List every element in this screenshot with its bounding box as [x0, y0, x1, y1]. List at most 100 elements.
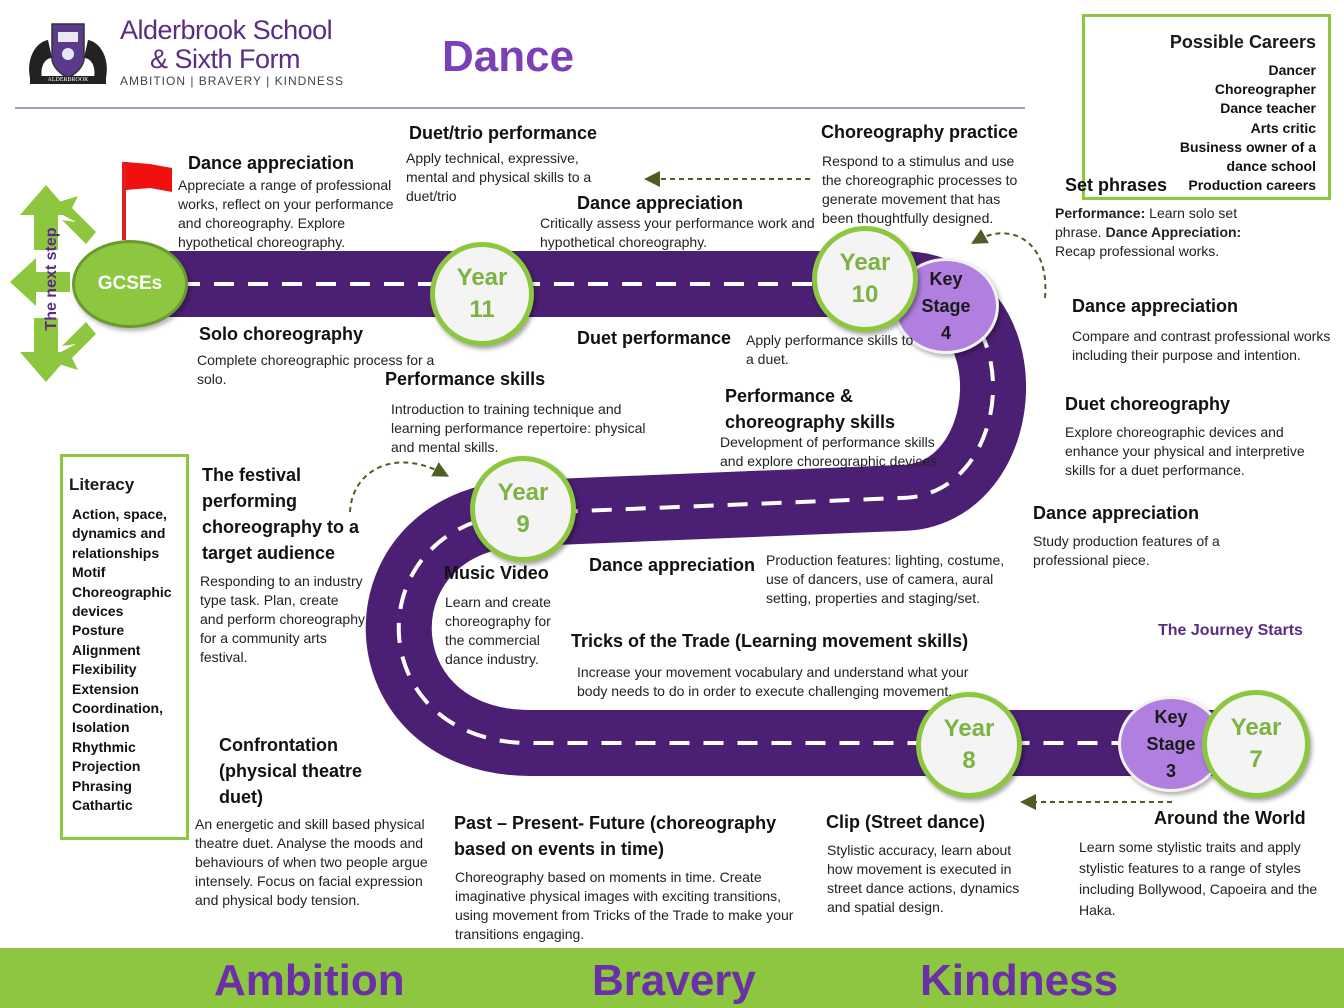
topic-title: Performance &	[725, 386, 854, 406]
literacy-item: Projection	[72, 758, 141, 775]
literacy-box: Literacy Action, space, dynamics and rel…	[60, 454, 189, 840]
ks-number: 3	[1165, 760, 1176, 781]
year-7-milestone: Year 7	[1202, 690, 1310, 798]
careers-item: Arts critic	[1250, 119, 1316, 136]
literacy-item: Posture	[72, 622, 125, 639]
topic-title: Dance appreciation	[188, 153, 355, 173]
topic-text: Respond to a stimulus and use the choreo…	[822, 153, 1018, 226]
topic-title: Dance appreciation	[1072, 296, 1239, 316]
year-label: Year	[456, 264, 508, 291]
careers-item: Dancer	[1268, 62, 1316, 78]
careers-item: Dance teacher	[1220, 100, 1316, 117]
topic-text: Choreography based on moments in time. C…	[455, 869, 794, 942]
literacy-item: Action, space,	[72, 506, 167, 522]
topic-title: Solo choreography	[199, 324, 364, 344]
topic-text: Study production features of a professio…	[1033, 533, 1220, 568]
literacy-item: Flexibility	[72, 661, 137, 678]
literacy-item: Choreographic	[72, 583, 172, 600]
topic-title: Set phrases	[1065, 175, 1168, 195]
topic-title: Dance appreciation	[577, 193, 744, 213]
school-motto: AMBITION | BRAVERY | KINDNESS	[120, 74, 344, 88]
year-label: Year	[943, 715, 995, 742]
school-crest-icon: ALDERBROOK	[22, 18, 114, 86]
ks-label: Stage	[921, 295, 971, 316]
flag-icon	[126, 162, 172, 192]
ks-label: Key	[1154, 706, 1188, 727]
year-number: 11	[469, 296, 495, 323]
careers-item: Choreographer	[1214, 81, 1316, 98]
topic-text: Compare and contrast professional works …	[1072, 328, 1331, 363]
school-name-line1: Alderbrook School	[120, 15, 333, 45]
ks-label: Stage	[1146, 733, 1196, 754]
topic-title: Tricks of the Trade (Learning movement s…	[571, 631, 969, 651]
topic-title: Choreography practice	[821, 122, 1019, 142]
careers-box: Possible Careers Dancer Choreographer Da…	[1082, 14, 1331, 200]
literacy-item: Isolation	[72, 719, 130, 736]
topic-title: choreography skills	[725, 412, 896, 432]
careers-item: Production careers	[1188, 177, 1316, 194]
topic-text: Production features: lighting, costume, …	[766, 552, 1005, 606]
footer-value-kindness: Kindness	[920, 956, 1119, 1005]
footer-value-bravery: Bravery	[592, 956, 756, 1005]
topic-title: Confrontation (physical theatre duet)	[219, 735, 363, 807]
topic-title: Around the World	[1154, 808, 1306, 828]
topic-text: Apply technical, expressive, mental and …	[406, 150, 592, 204]
set-phrase-label: Performance:	[1055, 205, 1146, 221]
set-phrase-label: Dance Appreciation:	[1105, 224, 1242, 240]
topic-text: Apply performance skills to a duet.	[746, 332, 914, 367]
gcse-label: GCSEs	[97, 273, 163, 294]
footer-value-ambition: Ambition	[214, 956, 405, 1005]
dashed-arrow	[349, 461, 450, 513]
topic-text: Stylistic accuracy, learn about how move…	[827, 842, 1020, 915]
year-label: Year	[497, 479, 549, 506]
topic-text: Appreciate a range of professional works…	[178, 177, 394, 250]
topic-title: Performance skills	[385, 369, 546, 389]
literacy-item: Phrasing	[72, 777, 132, 794]
topic-text: Complete choreographic process for a sol…	[197, 352, 435, 387]
next-step-arrows-icon	[10, 185, 96, 382]
topic-title: Duet/trio performance	[409, 123, 598, 143]
topic-title: Duet performance	[577, 328, 732, 348]
careers-item: dance school	[1226, 158, 1316, 175]
year-number: 8	[962, 747, 976, 774]
year-8-milestone: Year 8	[916, 692, 1022, 798]
year-11-milestone: Year 11	[430, 242, 534, 346]
topic-text: Development of performance skills and ex…	[720, 434, 938, 469]
careers-item: Business owner of a	[1179, 138, 1316, 155]
year-label: Year	[1230, 714, 1282, 741]
topic-title: Past – Present- Future (choreography bas…	[454, 813, 777, 859]
year-9-milestone: Year 9	[470, 456, 576, 562]
ks-number: 4	[940, 322, 951, 343]
year-label: Year	[839, 249, 891, 276]
dashed-arrow	[971, 229, 1047, 299]
literacy-item: Extension	[72, 680, 139, 697]
literacy-title: Literacy	[69, 475, 135, 494]
topic-title: Clip (Street dance)	[826, 812, 986, 832]
literacy-item: Cathartic	[72, 797, 133, 814]
journey-start-label: The Journey Starts	[1158, 622, 1303, 639]
literacy-item: Rhythmic	[72, 738, 136, 755]
topic-text: An energetic and skill based physical th…	[195, 816, 428, 908]
topic-text: Learn and create choreography for the co…	[445, 594, 551, 667]
year-number: 10	[851, 281, 879, 308]
topic-text: Introduction to training technique and l…	[391, 401, 646, 455]
topic-text: Performance: Learn solo set phrase. Danc…	[1055, 204, 1255, 261]
crest-ribbon-text: ALDERBROOK	[47, 77, 89, 83]
ks-label: Key	[929, 268, 963, 289]
topic-title: Dance appreciation	[1033, 503, 1200, 523]
year-number: 9	[516, 511, 530, 538]
literacy-item: Motif	[72, 564, 106, 581]
year-10-milestone: Year 10	[812, 226, 918, 332]
literacy-item: devices	[72, 603, 124, 620]
gcse-milestone: GCSEs	[72, 240, 188, 328]
set-phrase-text: Learn solo set phrase.	[1055, 205, 1238, 240]
year-number: 7	[1249, 746, 1263, 773]
page-title: Dance	[442, 32, 575, 81]
topic-text: Explore choreographic devices and enhanc…	[1065, 424, 1305, 478]
topic-title: Duet choreography	[1065, 394, 1231, 414]
topic-text: Responding to an industry type task. Pla…	[200, 573, 365, 665]
topic-title: Music Video	[444, 563, 549, 583]
literacy-item: Coordination,	[72, 700, 163, 717]
topic-text: Increase your movement vocabulary and un…	[577, 664, 969, 699]
literacy-item: Alignment	[72, 641, 141, 658]
